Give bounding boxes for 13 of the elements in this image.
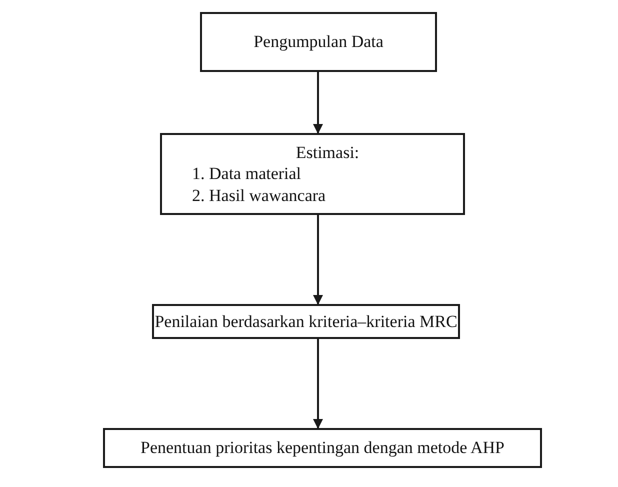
arrow (313, 72, 323, 134)
box-label: Pengumpulan Data (254, 31, 384, 53)
box-label: Penentuan prioritas kepentingan dengan metode AHP (140, 437, 504, 459)
process-box (152, 304, 460, 339)
list-item: 2. Hasil wawancara (192, 184, 326, 206)
process-box (103, 428, 542, 468)
arrow (313, 339, 323, 429)
process-box (160, 133, 465, 215)
process-box (200, 12, 437, 72)
box-label: Penilaian berdasarkan kriteria–kriteria MRC (154, 310, 458, 332)
list-item: 1. Data material (192, 163, 302, 185)
arrow (313, 215, 323, 305)
box-heading: Estimasi: (296, 142, 360, 164)
